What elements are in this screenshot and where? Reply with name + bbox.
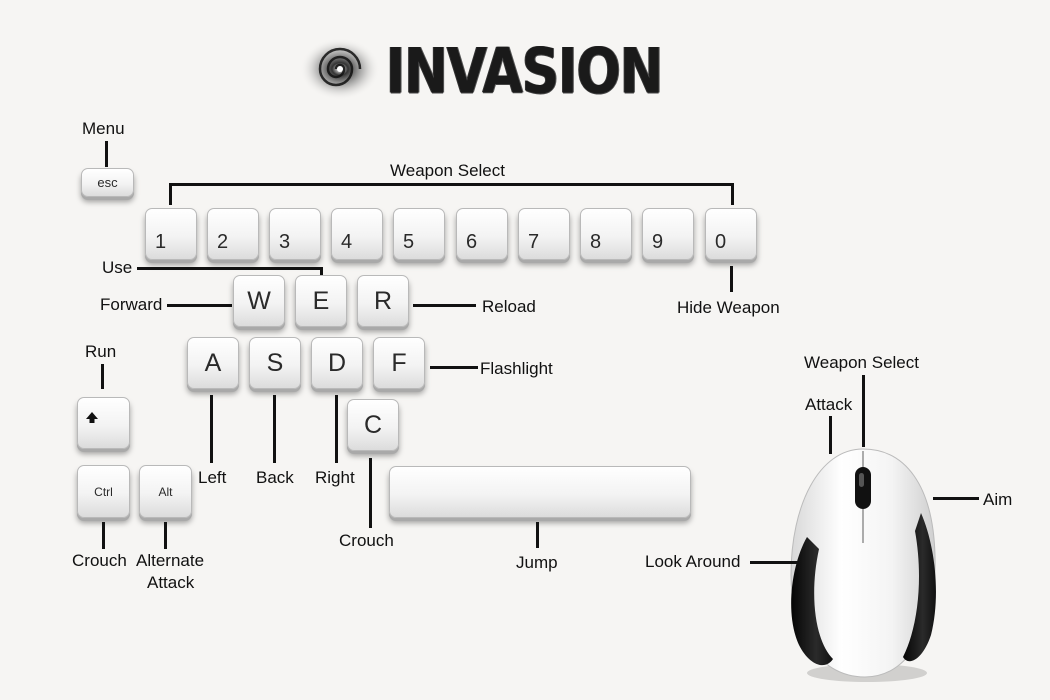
use-line-h xyxy=(137,267,323,270)
flashlight-label: Flashlight xyxy=(480,359,553,378)
key-0-label: 0 xyxy=(715,231,727,253)
game-title: INVASION xyxy=(386,36,663,108)
ctrl-key[interactable]: Ctrl xyxy=(77,465,130,518)
crouch-c-label: Crouch xyxy=(339,531,394,550)
key-9[interactable]: 9 xyxy=(642,208,694,260)
key-2[interactable]: 2 xyxy=(207,208,259,260)
weapon-select-bracket-top xyxy=(169,183,734,186)
reload-label: Reload xyxy=(482,297,536,316)
key-8[interactable]: 8 xyxy=(580,208,632,260)
jump-label: Jump xyxy=(516,553,558,572)
mouse-weapon-select-line xyxy=(862,375,865,447)
menu-label: Menu xyxy=(82,119,125,138)
key-9-label: 9 xyxy=(652,231,664,253)
use-label: Use xyxy=(102,258,133,277)
mouse-look-around-label: Look Around xyxy=(645,552,741,571)
right-line xyxy=(335,395,338,463)
key-e[interactable]: E xyxy=(295,275,347,327)
reload-line xyxy=(413,304,476,307)
key-d[interactable]: D xyxy=(311,337,363,389)
forward-label: Forward xyxy=(100,295,163,314)
left-line xyxy=(210,395,213,463)
alternate-attack-label-2: Attack xyxy=(147,573,195,592)
run-label: Run xyxy=(85,342,117,361)
shift-arrow-icon xyxy=(86,412,98,423)
galaxy-logo-icon xyxy=(300,38,380,100)
alt-key[interactable]: Alt xyxy=(139,465,192,518)
key-1-label: 1 xyxy=(155,231,167,253)
weapon-select-bracket-right xyxy=(731,183,734,205)
mouse-attack-line xyxy=(829,416,832,454)
mouse-weapon-select-label: Weapon Select xyxy=(804,353,919,372)
alt-attack-line xyxy=(164,522,167,549)
run-line xyxy=(101,364,104,389)
back-line xyxy=(273,395,276,463)
key-5[interactable]: 5 xyxy=(393,208,445,260)
mouse-aim-line xyxy=(933,497,979,500)
crouch-ctrl-line xyxy=(102,522,105,549)
key-s[interactable]: S xyxy=(249,337,301,389)
back-label: Back xyxy=(256,468,294,487)
key-4[interactable]: 4 xyxy=(331,208,383,260)
key-w[interactable]: W xyxy=(233,275,285,327)
key-1[interactable]: 1 xyxy=(145,208,197,260)
menu-line xyxy=(105,141,108,167)
mouse-icon xyxy=(790,448,936,682)
key-7-label: 7 xyxy=(528,231,540,253)
alternate-attack-label-1: Alternate xyxy=(136,551,205,570)
spacebar-key[interactable] xyxy=(389,466,691,518)
key-c[interactable]: C xyxy=(347,399,399,451)
hide-weapon-label: Hide Weapon xyxy=(677,298,780,317)
crouch-c-line xyxy=(369,458,372,528)
mouse-look-around-line xyxy=(750,561,798,564)
key-8-label: 8 xyxy=(590,231,602,253)
key-4-label: 4 xyxy=(341,231,353,253)
shift-key[interactable] xyxy=(77,397,130,449)
right-label: Right xyxy=(315,468,355,487)
key-2-label: 2 xyxy=(217,231,229,253)
key-f[interactable]: F xyxy=(373,337,425,389)
key-6[interactable]: 6 xyxy=(456,208,508,260)
key-0[interactable]: 0 xyxy=(705,208,757,260)
weapon-select-label: Weapon Select xyxy=(390,161,505,180)
key-r[interactable]: R xyxy=(357,275,409,327)
key-3[interactable]: 3 xyxy=(269,208,321,260)
flashlight-line xyxy=(430,366,478,369)
hide-weapon-line xyxy=(730,266,733,292)
forward-line xyxy=(167,304,232,307)
key-a[interactable]: A xyxy=(187,337,239,389)
key-7[interactable]: 7 xyxy=(518,208,570,260)
esc-key[interactable]: esc xyxy=(81,168,134,197)
weapon-select-bracket-left xyxy=(169,183,172,205)
crouch-ctrl-label: Crouch xyxy=(72,551,127,570)
key-6-label: 6 xyxy=(466,231,478,253)
key-5-label: 5 xyxy=(403,231,415,253)
mouse-aim-label: Aim xyxy=(983,490,1013,509)
use-line-v xyxy=(320,267,323,276)
key-3-label: 3 xyxy=(279,231,291,253)
left-label: Left xyxy=(198,468,227,487)
jump-line xyxy=(536,522,539,548)
mouse-attack-label: Attack xyxy=(805,395,853,414)
